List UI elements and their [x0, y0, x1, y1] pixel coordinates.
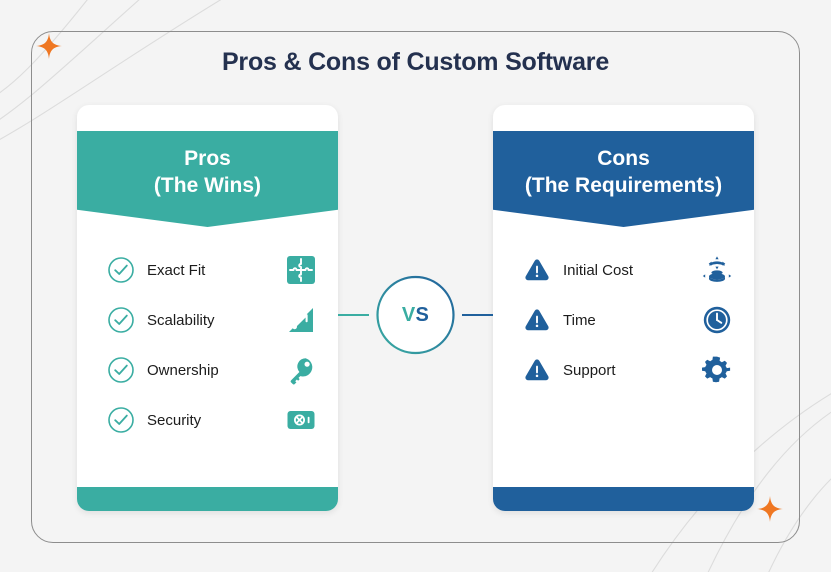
gear-icon: [694, 355, 740, 385]
check-circle-icon: [99, 406, 143, 434]
cons-card: Cons (The Requirements) Initial Cost: [493, 105, 754, 511]
pros-heading-line1: Pros: [184, 147, 231, 170]
list-item-label: Initial Cost: [563, 261, 634, 279]
money-coins-icon: [694, 255, 740, 285]
list-item-label: Scalability: [147, 311, 215, 329]
check-circle-icon: [99, 306, 143, 334]
cons-list: Initial Cost: [493, 245, 754, 395]
key-icon: [278, 355, 324, 385]
pros-card-footer: [77, 487, 338, 511]
pros-card: Pros (The Wins) Exact Fit: [77, 105, 338, 511]
warning-triangle-icon: [515, 357, 559, 383]
list-item[interactable]: Ownership: [77, 345, 338, 395]
pros-heading-line2: (The Wins): [153, 174, 262, 197]
safe-vault-icon: [278, 405, 324, 435]
page-title: Pros & Cons of Custom Software: [221, 48, 610, 76]
list-item[interactable]: Scalability: [77, 295, 338, 345]
check-circle-icon: [99, 256, 143, 284]
clock-icon: [694, 305, 740, 335]
cons-card-header: Cons (The Requirements): [493, 131, 754, 227]
list-item[interactable]: Time: [493, 295, 754, 345]
list-item[interactable]: Exact Fit: [77, 245, 338, 295]
list-item-label: Support: [563, 361, 616, 379]
cons-heading-line1: Cons: [597, 147, 650, 170]
content-frame: [31, 31, 800, 543]
list-item-label: Ownership: [147, 361, 219, 379]
cons-heading-line2: (The Requirements): [524, 174, 723, 197]
list-item-label: Exact Fit: [147, 261, 206, 279]
cons-card-footer: [493, 487, 754, 511]
warning-triangle-icon: [515, 307, 559, 333]
list-item-label: Time: [563, 311, 596, 329]
list-item[interactable]: Support: [493, 345, 754, 395]
warning-triangle-icon: [515, 257, 559, 283]
puzzle-icon: [278, 255, 324, 285]
list-item[interactable]: Security: [77, 395, 338, 445]
growth-arrow-icon: [278, 305, 324, 335]
pros-list: Exact Fit Scalability: [77, 245, 338, 445]
pros-card-header: Pros (The Wins): [77, 131, 338, 227]
list-item-label: Security: [147, 411, 202, 429]
list-item[interactable]: Initial Cost: [493, 245, 754, 295]
check-circle-icon: [99, 356, 143, 384]
